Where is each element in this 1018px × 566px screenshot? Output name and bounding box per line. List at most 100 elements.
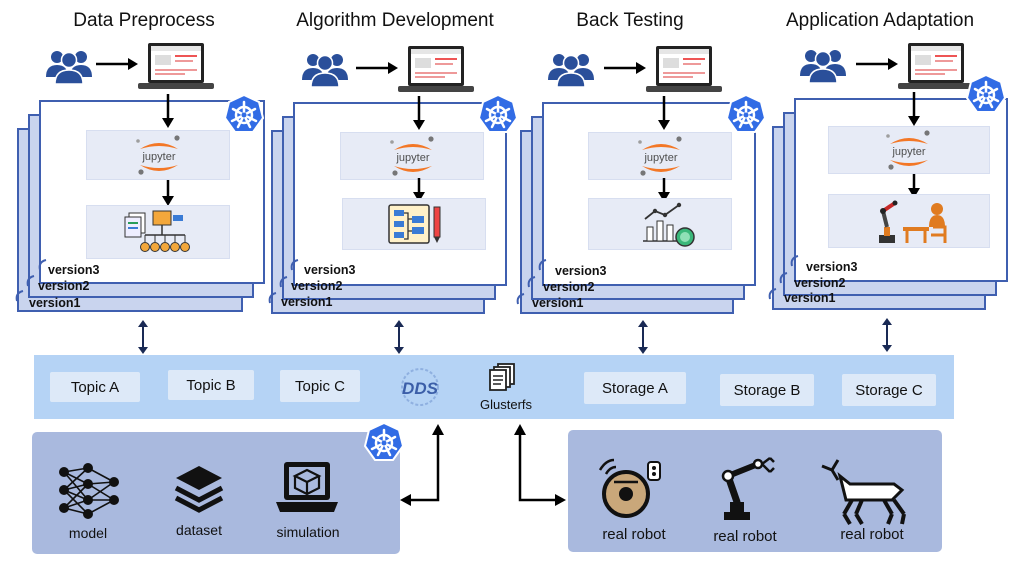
version3-label: version3 <box>806 260 858 274</box>
bidirectional-arrow-icon <box>638 320 648 354</box>
arrow-right-icon <box>856 58 898 70</box>
bidirectional-arrow-icon <box>394 320 404 354</box>
neural-network-icon <box>59 463 119 519</box>
version3-label: version3 <box>304 263 356 277</box>
laptop-icon <box>646 45 722 95</box>
jupyter-text: jupyter <box>891 146 925 158</box>
topic-b-chip: Topic B <box>168 370 254 400</box>
robot-vacuum-icon <box>598 458 661 518</box>
elbow-arrow-to-robots <box>514 424 566 506</box>
jupyter-panel: jupyter <box>86 130 230 180</box>
data-flow-icon <box>124 210 190 252</box>
dds-text: DDS <box>402 379 439 398</box>
curve-icon <box>15 290 24 302</box>
jupyter-panel: jupyter <box>828 126 990 174</box>
dataset-label: dataset <box>176 522 222 538</box>
storage-a-chip: Storage A <box>584 372 686 404</box>
robot-arm-with-person-icon <box>879 200 947 243</box>
elbow-arrow-to-resources <box>400 424 444 506</box>
real-robot-label-3: real robot <box>840 526 904 543</box>
curve-icon <box>290 259 299 271</box>
jupyter-logo-icon: jupyter <box>383 135 443 177</box>
version2-label: version2 <box>794 276 846 290</box>
robot-dog-icon <box>821 459 906 526</box>
growth-chart-icon <box>643 202 695 247</box>
arrow-down-icon <box>413 96 425 130</box>
simulation-label: simulation <box>276 524 340 540</box>
version2-label: version2 <box>291 279 343 293</box>
arrow-down-icon <box>162 180 174 206</box>
curve-icon <box>527 276 536 288</box>
laptop-icon <box>138 42 214 92</box>
curve-icon <box>26 275 35 287</box>
glusterfs-label: Glusterfs <box>480 397 533 412</box>
stage-title-application-adaptation: Application Adaptation <box>785 10 975 31</box>
jupyter-panel: jupyter <box>588 132 732 180</box>
topic-a-chip: Topic A <box>50 372 140 402</box>
arrow-down-icon <box>658 178 670 202</box>
curve-icon <box>38 259 47 271</box>
layers-icon <box>174 466 224 513</box>
jupyter-panel: jupyter <box>340 132 484 180</box>
version3-label: version3 <box>555 264 607 278</box>
version1-label: version1 <box>281 295 333 309</box>
curve-icon <box>279 276 288 288</box>
kubernetes-icon <box>364 422 404 462</box>
jupyter-text: jupyter <box>643 152 677 164</box>
jupyter-logo-icon: jupyter <box>631 135 691 177</box>
arrow-down-icon <box>658 96 670 130</box>
users-icon <box>546 48 596 88</box>
version1-label: version1 <box>532 296 584 310</box>
storage-b-chip: Storage B <box>720 374 814 406</box>
curve-icon <box>790 255 799 267</box>
simulation-laptop-icon <box>276 462 338 512</box>
kubernetes-icon <box>966 74 1006 114</box>
arrow-down-icon <box>162 94 174 128</box>
tool-panel <box>86 205 230 259</box>
version1-label: version1 <box>29 296 81 310</box>
real-robot-label-1: real robot <box>602 526 666 543</box>
curve-icon <box>779 272 788 284</box>
users-icon <box>44 45 94 85</box>
arrow-down-icon <box>908 174 920 198</box>
jupyter-text: jupyter <box>395 152 429 164</box>
topic-c-chip: Topic C <box>280 370 360 402</box>
tool-panel <box>588 198 732 250</box>
tool-panel <box>342 198 486 250</box>
curve-icon <box>538 259 547 271</box>
curve-icon <box>268 292 277 304</box>
arrow-right-icon <box>356 62 398 74</box>
stage-title-back-testing: Back Testing <box>576 10 684 31</box>
dds-logo-icon: DDS <box>401 368 439 406</box>
users-icon <box>300 48 350 88</box>
curve-icon <box>516 293 525 305</box>
arrow-down-icon <box>908 92 920 126</box>
bidirectional-arrow-icon <box>138 320 148 354</box>
jupyter-text: jupyter <box>141 151 175 163</box>
laptop-icon <box>898 42 974 92</box>
glusterfs-documents-icon <box>489 363 515 391</box>
industrial-arm-icon <box>721 457 775 520</box>
model-label: model <box>68 525 108 541</box>
arrow-down-icon <box>413 178 425 202</box>
stage-title-data-preprocess: Data Preprocess <box>73 10 215 31</box>
storage-c-chip: Storage C <box>842 374 936 406</box>
version2-label: version2 <box>38 279 90 293</box>
kubernetes-icon <box>224 94 264 134</box>
users-icon <box>798 44 848 84</box>
curve-icon <box>768 288 777 300</box>
kubernetes-icon <box>726 94 766 134</box>
version3-layer <box>293 102 507 286</box>
stage-title-algorithm-development: Algorithm Development <box>296 10 494 31</box>
bidirectional-arrow-icon <box>882 318 892 352</box>
version2-label: version2 <box>543 280 595 294</box>
jupyter-logo-icon: jupyter <box>879 129 939 171</box>
tool-panel <box>828 194 990 248</box>
laptop-icon <box>398 45 474 95</box>
arrow-right-icon <box>96 58 138 70</box>
version3-label: version3 <box>48 263 100 277</box>
arrow-right-icon <box>604 62 646 74</box>
algorithm-flowchart-icon <box>388 204 441 244</box>
real-robot-label-2: real robot <box>713 528 777 545</box>
jupyter-logo-icon: jupyter <box>129 134 189 176</box>
